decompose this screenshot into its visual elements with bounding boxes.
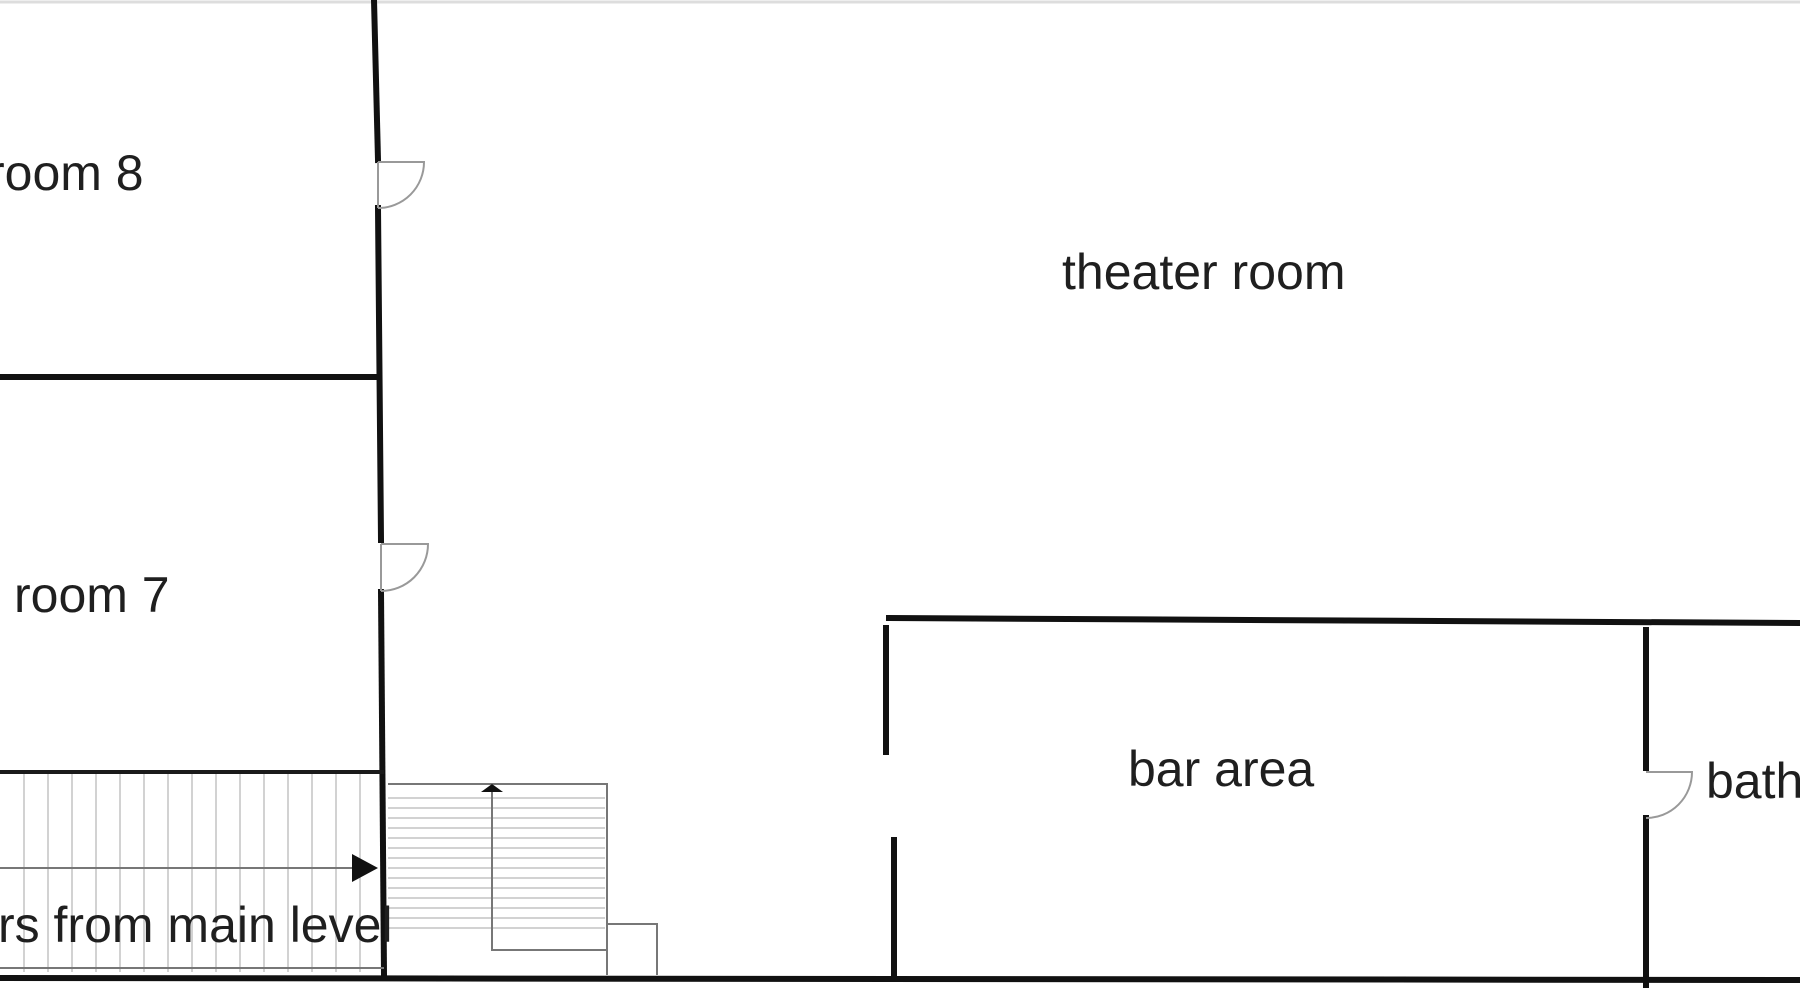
- stairs-up-arrow-head: [481, 784, 503, 792]
- door-room-7: [380, 543, 430, 592]
- label-bath: bath: [1706, 753, 1800, 809]
- label-stairs: rs from main level: [0, 897, 393, 953]
- stairs-right-outline: [388, 783, 658, 975]
- door-room-8: [377, 161, 426, 209]
- label-room-8: room 8: [0, 145, 144, 201]
- wall-left-rooms-vertical: [370, 0, 382, 164]
- wall-bottom: [0, 974, 1800, 984]
- stairs-treads-right: [388, 797, 605, 929]
- stairs-treads-left: [23, 774, 361, 972]
- stairs-right-landing: [491, 792, 607, 951]
- wall-left-rooms-vertical-3: [377, 588, 388, 979]
- label-room-7: room 7: [14, 567, 170, 623]
- label-theater-room: theater room: [1062, 244, 1345, 300]
- wall-bar-top: [885, 614, 1800, 627]
- stairs-arrow-head: [352, 854, 378, 882]
- door-bath: [1645, 771, 1694, 819]
- label-bar-area: bar area: [1128, 741, 1314, 797]
